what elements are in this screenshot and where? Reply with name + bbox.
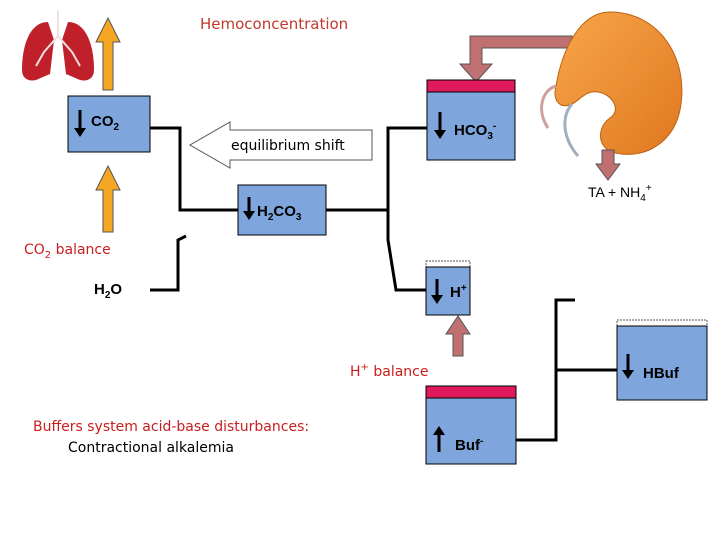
hco3-box xyxy=(426,91,516,161)
hplus-label: H+ xyxy=(450,283,467,301)
hbuf-down-arrow xyxy=(622,354,634,379)
hplus-return-connector xyxy=(386,210,427,292)
buf-up-arrow xyxy=(433,426,445,452)
co2-box xyxy=(67,95,151,153)
title: Hemoconcentration xyxy=(200,15,349,33)
hbuf-box-top xyxy=(616,319,708,327)
hco3-down-arrow xyxy=(434,112,446,139)
kidney-icon xyxy=(540,11,683,157)
h2o-hplus-connector xyxy=(150,234,187,292)
caption-line-1: Buffers system acid-base disturbances: xyxy=(33,419,310,435)
co2-label: CO2 xyxy=(91,113,120,133)
caption-line-2: Contractional alkalemia xyxy=(68,440,234,456)
hbuf-box xyxy=(616,325,708,401)
hco3-label: HCO3- xyxy=(454,121,497,142)
co2-input-arrow xyxy=(95,164,121,233)
h2co3-box xyxy=(237,184,327,236)
h2co3-down-arrow xyxy=(243,197,255,220)
co2-down-arrow xyxy=(74,110,86,137)
hplus-box xyxy=(425,266,471,316)
hbuf-label: HBuf xyxy=(643,365,679,382)
h-balance-label: H+ balance xyxy=(350,362,429,380)
hplus-down-arrow xyxy=(431,279,443,304)
buf-label: Buf- xyxy=(455,436,484,454)
h2co3-label: H2CO3 xyxy=(257,203,302,223)
buf-box-red-band xyxy=(425,385,517,399)
hplus-balance-arrow xyxy=(445,315,471,357)
co2-hco3-connector xyxy=(150,126,427,212)
h2o-label: H2O xyxy=(94,281,123,301)
co2-balance-label: CO2 balance xyxy=(24,242,111,261)
kidney-output-label: TA + NH4+ xyxy=(588,183,652,204)
equilibrium-shift-arrow xyxy=(188,121,373,169)
kidney-output-arrow xyxy=(595,149,621,181)
hplus-box-top xyxy=(425,260,471,268)
lungs-icon xyxy=(22,10,94,81)
hco3-box-red-band xyxy=(426,79,516,93)
kidney-to-hco3-arrow xyxy=(458,35,573,83)
co2-exhale-arrow xyxy=(95,16,121,91)
equilibrium-shift-label: equilibrium shift xyxy=(231,138,345,154)
